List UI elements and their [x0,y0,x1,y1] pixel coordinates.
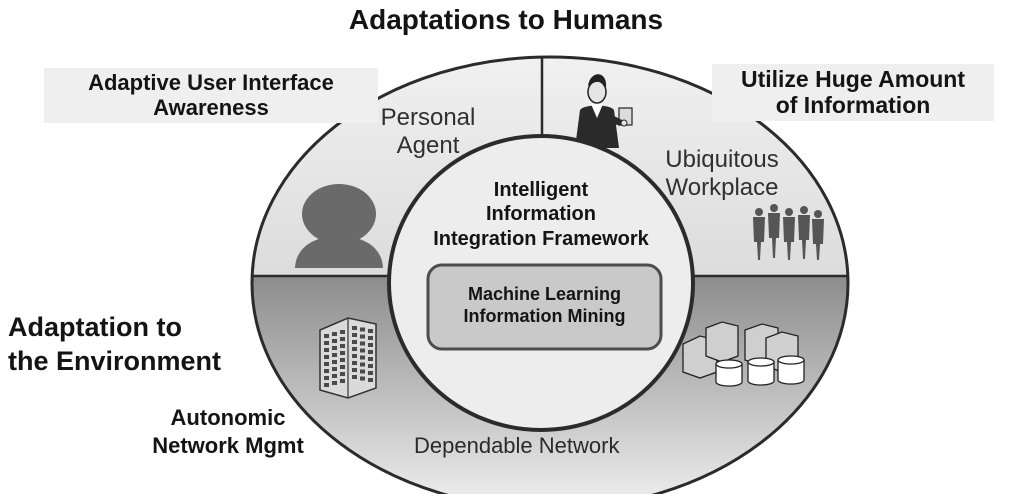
page-title: Adaptations to Humans [348,4,664,35]
dependable-network-label: Dependable Network [414,433,620,458]
huge-information-label-line-1: Utilize Huge Amount [740,66,966,92]
autonomic-network-label: Autonomic Network Mgmt [130,404,326,460]
adaptive-ui-label: Adaptive User Interface Awareness [44,68,378,123]
personal-agent-line-2: Agent [396,131,460,159]
people-group-icon [753,204,824,260]
autonomic-network-line-2: Network Mgmt [152,433,304,459]
huge-information-label: Utilize Huge Amount of Information [712,64,994,121]
center-title-line-2: Information [486,203,596,226]
center-title-line-1: Intelligent [493,179,589,201]
huge-information-label-line-2: of Information [775,92,931,119]
personal-agent-label: Personal Agent [362,104,494,159]
person-silhouette-icon [295,184,383,268]
adaptive-ui-label-line-2: Awareness [153,95,269,121]
environment-label: Adaptation to the Environment [8,310,221,378]
servers-icon [682,321,805,387]
inner-box-line-2: Information Mining [463,305,626,326]
personal-agent-line-1: Personal [380,104,476,131]
ubiquitous-workplace-line-2: Workplace [665,173,779,201]
autonomic-network-line-1: Autonomic [170,405,286,430]
environment-label-line-2: the Environment [8,346,222,377]
center-title: Intelligent Information Integration Fram… [411,178,671,251]
adaptive-ui-label-line-1: Adaptive User Interface [88,70,334,95]
inner-box-line-1: Machine Learning [467,284,622,304]
inner-box-label: Machine Learning Information Mining [428,284,661,327]
ubiquitous-workplace-label: Ubiquitous Workplace [646,146,798,201]
outer-ellipse [250,55,850,499]
office-building-icon [319,317,377,399]
ubiquitous-workplace-line-1: Ubiquitous [665,146,779,173]
businesswoman-icon [575,74,633,148]
environment-label-line-1: Adaptation to [8,312,182,342]
center-title-line-3: Integration Framework [433,227,649,250]
inner-box [426,263,663,351]
